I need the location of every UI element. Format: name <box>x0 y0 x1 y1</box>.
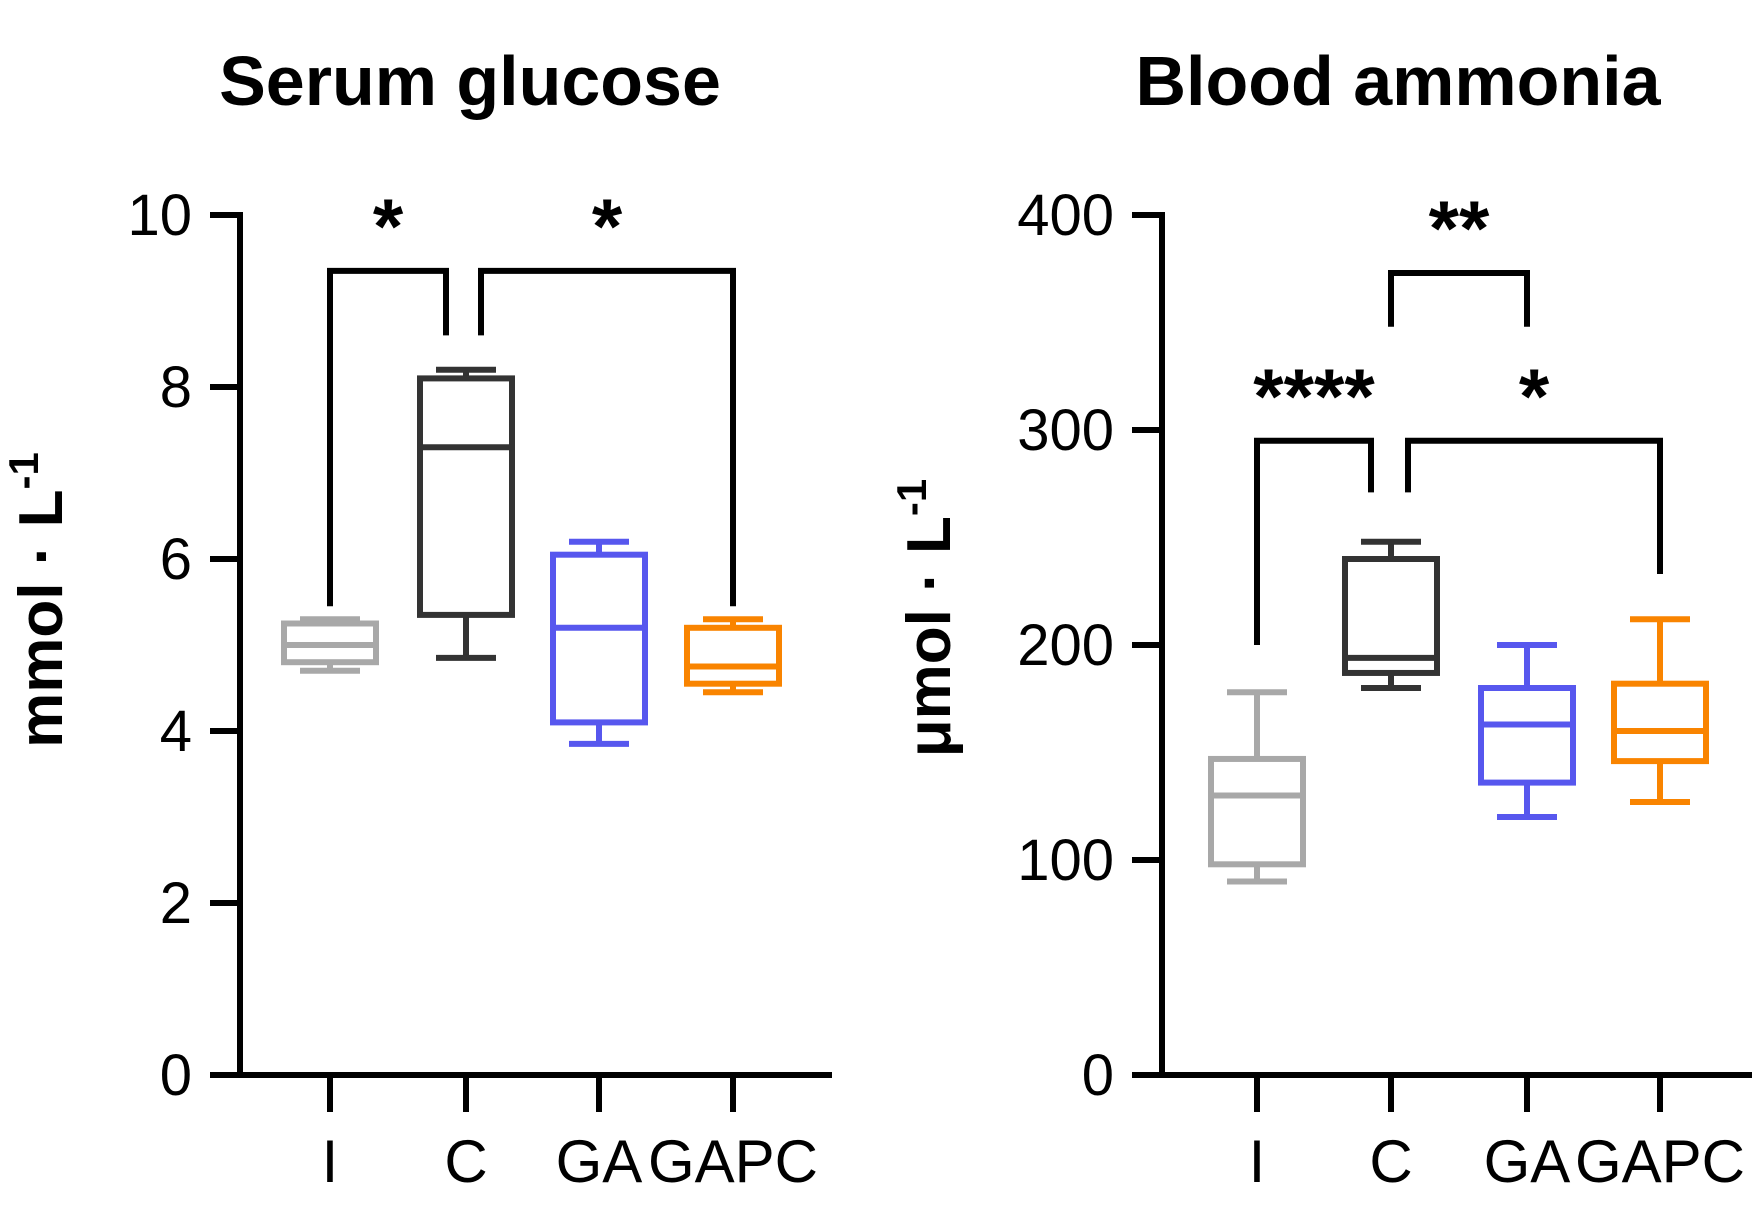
significance-asterisk: * <box>373 182 404 270</box>
x-category-label: C <box>444 1128 487 1195</box>
box-rect <box>550 551 648 726</box>
significance-bracket <box>1388 270 1530 327</box>
box-plot-GA <box>1478 642 1576 820</box>
box-plot-GAPC <box>684 616 782 696</box>
x-category-label: I <box>322 1128 339 1195</box>
x-category-label: GA <box>1484 1128 1571 1195</box>
chart-title: Serum glucose <box>219 42 721 120</box>
significance-asterisk: * <box>1519 352 1550 440</box>
significance-asterisk: * <box>592 182 623 270</box>
significance-asterisk: ** <box>1429 184 1490 272</box>
y-axis-label: mmol · L-1 <box>0 452 76 748</box>
box-plot-I <box>1208 689 1306 885</box>
box-rect <box>1342 556 1440 676</box>
y-tick-label: 0 <box>1082 1043 1114 1108</box>
y-axis-label: μmol · L-1 <box>888 479 964 758</box>
y-axis-label-superscript: -1 <box>0 452 47 489</box>
y-tick-label: 0 <box>160 1043 192 1108</box>
box-rect <box>1208 755 1306 868</box>
x-category-label: C <box>1369 1128 1412 1195</box>
y-tick-label: 400 <box>1017 183 1114 248</box>
box-plot-GAPC <box>1611 616 1709 805</box>
chart-title: Blood ammonia <box>1135 42 1661 120</box>
y-tick-label: 300 <box>1017 398 1114 463</box>
y-tick-label: 4 <box>160 699 192 764</box>
significance-asterisk: **** <box>1253 352 1375 440</box>
x-category-label: GAPC <box>648 1128 818 1195</box>
y-tick-label: 100 <box>1017 828 1114 893</box>
box-plot-C <box>417 366 515 661</box>
y-tick-label: 10 <box>127 183 192 248</box>
box-rect <box>1611 680 1709 765</box>
y-tick-label: 6 <box>160 527 192 592</box>
significance-bracket <box>478 267 736 607</box>
y-tick-label: 200 <box>1017 613 1114 678</box>
box-plot-GA <box>550 538 648 747</box>
x-category-label: I <box>1249 1128 1266 1195</box>
significance-bracket <box>327 267 449 607</box>
significance-bracket <box>1405 437 1663 575</box>
box-plot-I <box>281 616 379 674</box>
y-tick-label: 8 <box>160 355 192 420</box>
box-plot-C <box>1342 538 1440 691</box>
y-axis-label-base: mmol · L <box>7 490 76 748</box>
x-category-label: GA <box>556 1128 643 1195</box>
y-axis-label-base: μmol · L <box>895 516 964 757</box>
box-rect <box>417 375 515 618</box>
y-tick-label: 2 <box>160 871 192 936</box>
box-rect <box>684 624 782 687</box>
x-category-label: GAPC <box>1575 1128 1745 1195</box>
significance-bracket <box>1254 437 1374 645</box>
box-rect <box>1478 685 1576 786</box>
y-axis-label-superscript: -1 <box>888 479 935 516</box>
